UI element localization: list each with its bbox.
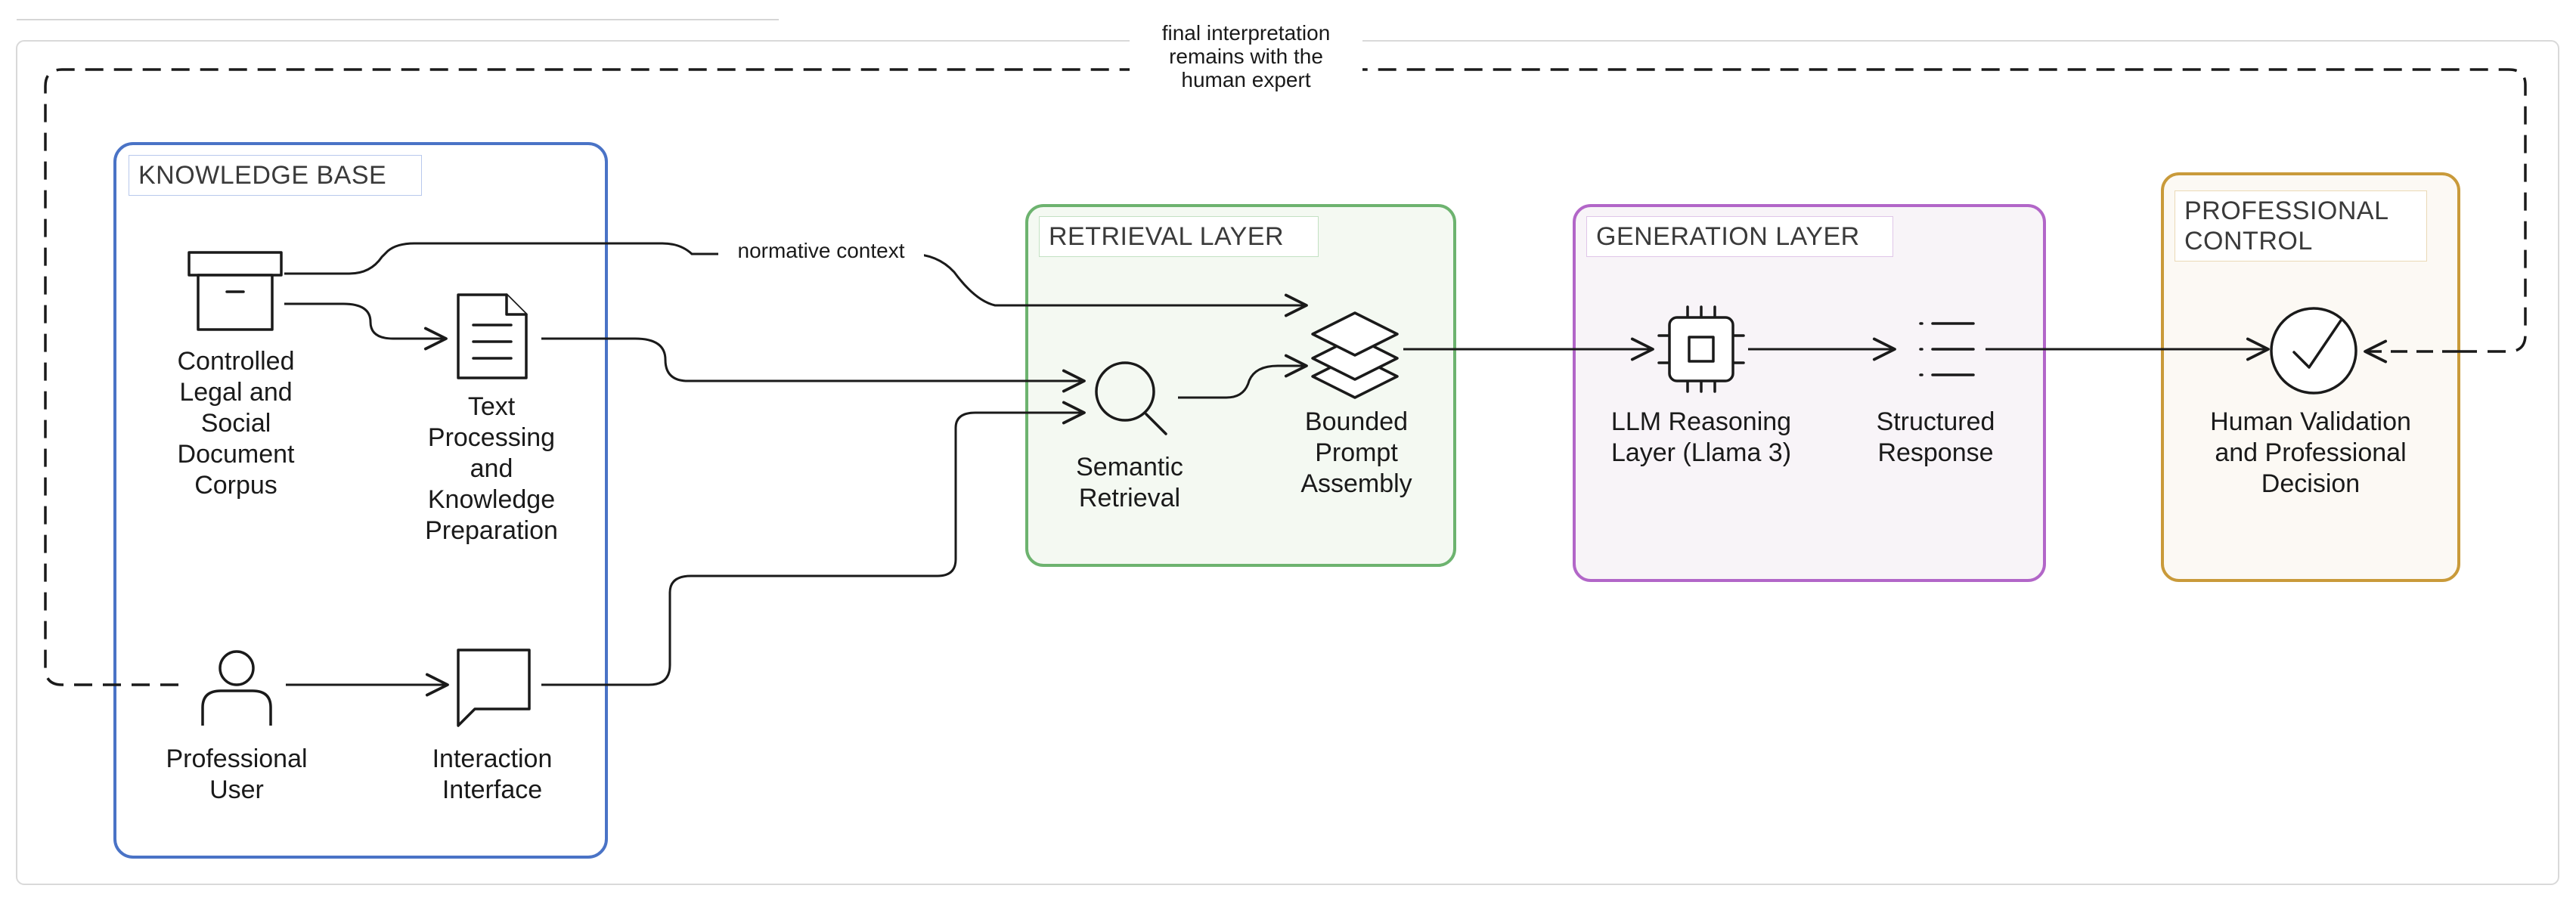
chat-bubble-icon — [457, 649, 531, 727]
professional-control-title: PROFESSIONAL CONTROL — [2175, 190, 2427, 262]
interaction-interface-label: Interaction Interface — [432, 744, 553, 804]
edge-corpus-to-prompt — [284, 242, 1308, 317]
knowledge-base-title: KNOWLEDGE BASE — [129, 155, 422, 196]
text-processing-label: Text Processing and Knowledge Preparatio… — [425, 392, 558, 545]
generation-layer-container — [1573, 204, 2046, 582]
retrieval-layer-title: RETRIEVAL LAYER — [1039, 216, 1319, 257]
list-icon — [1919, 322, 1975, 376]
feedback-loop-dashed — [44, 68, 2527, 686]
semantic-retrieval-label: Semantic Retrieval — [1076, 453, 1183, 512]
chip-icon — [1657, 305, 1745, 393]
edge-retrieval-to-prompt — [1178, 354, 1308, 399]
human-validation-label: Human Validation and Professional Decisi… — [2210, 407, 2411, 498]
corpus-label: Controlled Legal and Social Document Cor… — [177, 347, 295, 500]
edge-interface-to-retrieval — [541, 401, 1086, 686]
generation-layer-title: GENERATION LAYER — [1586, 216, 1893, 257]
user-icon — [201, 650, 272, 726]
professional-user-label: Professional User — [166, 744, 308, 804]
archive-box-icon — [188, 251, 283, 331]
llm-reasoning-label: LLM Reasoning Layer (Llama 3) — [1610, 407, 1792, 467]
feedback-loop-label: final interpretation remains with the hu… — [1130, 21, 1362, 91]
edge-processing-to-retrieval — [541, 337, 1086, 393]
layers-icon — [1311, 311, 1399, 399]
normative-context-label: normative context — [718, 239, 924, 262]
magnifier-icon — [1095, 361, 1167, 435]
structured-response-label: Structured Response — [1876, 407, 1995, 467]
bounded-prompt-label: Bounded Prompt Assembly — [1300, 407, 1412, 498]
document-icon — [457, 293, 528, 379]
retrieval-layer-container — [1025, 204, 1456, 567]
check-circle-icon — [2270, 307, 2357, 395]
edge-corpus-to-processing — [284, 302, 448, 351]
